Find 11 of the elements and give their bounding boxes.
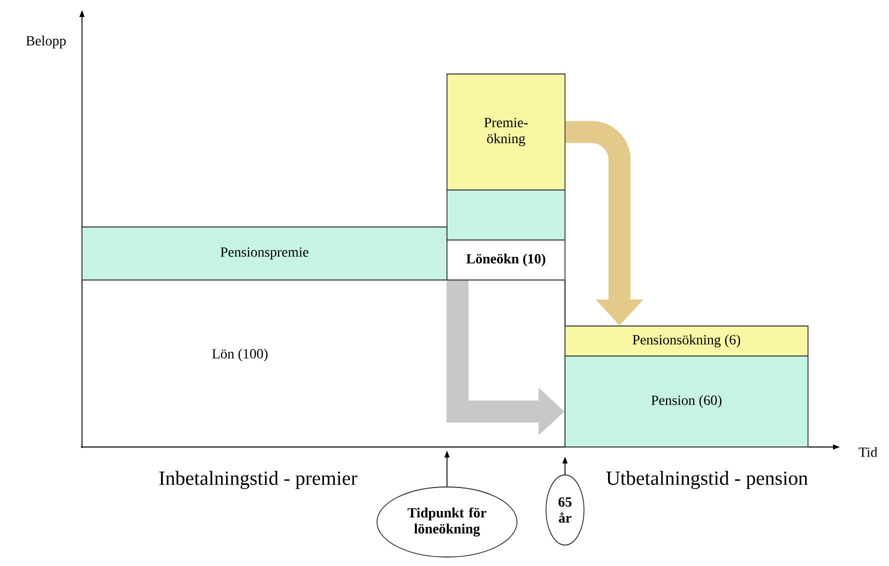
period-label: Utbetalningstid - pension xyxy=(606,470,808,490)
pension-block: Pension (60) xyxy=(564,356,808,448)
period-label: Inbetalningstid - premier xyxy=(159,470,358,490)
axis-label: Tid xyxy=(858,447,878,457)
salary-increase-box: Löneökn (10) xyxy=(446,240,566,280)
pension-increase-band: Pensionsökning (6) xyxy=(564,326,808,356)
premium-block xyxy=(446,190,566,240)
premium-increase-box: Premie- ökning xyxy=(446,74,566,190)
axis-label: Belopp xyxy=(26,36,66,48)
region-label: Lön (100) xyxy=(212,348,268,362)
premium-band: Pensionspremie xyxy=(82,226,448,280)
